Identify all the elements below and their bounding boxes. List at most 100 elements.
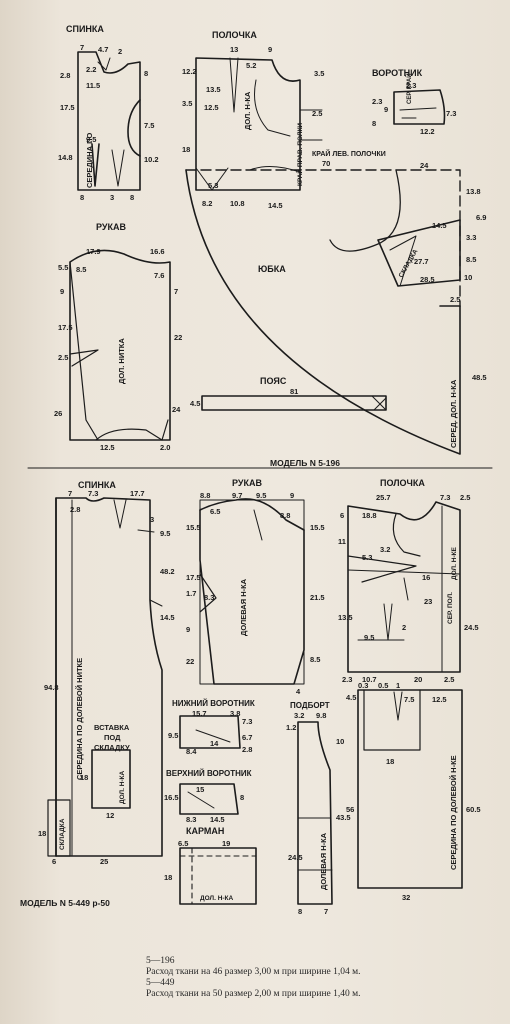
bottom-upper-collar-piece — [179, 783, 239, 815]
svg-text:3.5: 3.5 — [182, 99, 192, 108]
svg-text:2: 2 — [402, 623, 406, 632]
svg-text:14: 14 — [210, 739, 219, 748]
svg-text:11.5: 11.5 — [86, 81, 100, 90]
svg-text:9.5: 9.5 — [364, 633, 374, 642]
top-model-caption: МОДЕЛЬ N 5-196 — [270, 458, 340, 468]
svg-text:48.2: 48.2 — [160, 567, 175, 576]
svg-text:48.5: 48.5 — [472, 373, 487, 382]
svg-text:17.5: 17.5 — [60, 103, 75, 112]
bottom-skirt-piece — [357, 689, 463, 889]
svg-text:9: 9 — [290, 491, 294, 500]
svg-text:2.3: 2.3 — [406, 81, 416, 90]
insert-title-2: ПОД — [104, 733, 121, 742]
bottom-sleeve-grain: ДОЛЕВАЯ Н-КА — [239, 578, 248, 636]
svg-text:8.3: 8.3 — [186, 815, 196, 824]
svg-text:0.5: 0.5 — [378, 681, 388, 690]
svg-text:13.5: 13.5 — [206, 85, 221, 94]
svg-text:6.5: 6.5 — [178, 839, 188, 848]
svg-text:27.7: 27.7 — [414, 257, 429, 266]
svg-text:6: 6 — [340, 511, 344, 520]
bottom-model-caption: МОДЕЛЬ N 5-449 р-50 — [20, 898, 110, 908]
svg-text:7: 7 — [174, 287, 178, 296]
top-sleeve-title: РУКАВ — [96, 222, 126, 232]
svg-text:7.5: 7.5 — [144, 121, 154, 130]
top-sleeve-piece — [69, 249, 171, 441]
svg-text:16.6: 16.6 — [150, 247, 165, 256]
svg-text:22: 22 — [186, 657, 194, 666]
bottom-back-grain: СЕРЕДИНА ПО ДОЛЕВОЙ НИТКЕ — [75, 658, 84, 780]
svg-text:8.3: 8.3 — [204, 593, 214, 602]
svg-text:23: 23 — [424, 597, 432, 606]
svg-text:5.2: 5.2 — [246, 61, 256, 70]
svg-text:8.8: 8.8 — [280, 511, 290, 520]
facing-grain: ДОЛЕВАЯ Н-КА — [319, 832, 328, 890]
svg-text:4: 4 — [296, 687, 301, 696]
under-collar-title: НИЖНИЙ ВОРОТНИК — [172, 699, 255, 708]
svg-text:2.5: 2.5 — [58, 353, 68, 362]
svg-text:18: 18 — [80, 773, 88, 782]
svg-text:12: 12 — [106, 811, 114, 820]
upper-collar-title: ВЕРХНИЙ ВОРОТНИК — [166, 769, 252, 778]
top-skirt-title: ЮБКА — [258, 264, 286, 274]
bottom-back-title: СПИНКА — [78, 480, 116, 490]
svg-text:15.5: 15.5 — [310, 523, 325, 532]
svg-text:14.5: 14.5 — [268, 201, 283, 210]
svg-text:7: 7 — [68, 489, 72, 498]
facing-title: ПОДБОРТ — [290, 701, 330, 710]
svg-text:18: 18 — [386, 757, 394, 766]
top-front-left-edge: КРАЙ ЛЕВ. ПОЛОЧКИ — [312, 149, 386, 158]
svg-text:25.7: 25.7 — [376, 493, 391, 502]
svg-text:9.7: 9.7 — [232, 491, 242, 500]
svg-text:24: 24 — [420, 161, 429, 170]
bottom-back-fold: СКЛАДКА — [59, 818, 66, 850]
bottom-front-grain: ДОЛ. Н-КЕ — [451, 546, 458, 580]
svg-text:2.5: 2.5 — [450, 295, 460, 304]
svg-text:12.5: 12.5 — [432, 695, 447, 704]
svg-text:56: 56 — [346, 805, 354, 814]
svg-text:12.2: 12.2 — [420, 127, 435, 136]
svg-text:32: 32 — [402, 893, 410, 902]
fabric-consumption-notes: 5—196 Расход ткани на 46 размер 3,00 м п… — [146, 956, 496, 1000]
svg-text:8.2: 8.2 — [202, 199, 212, 208]
svg-text:13.8: 13.8 — [466, 187, 481, 196]
svg-text:8: 8 — [372, 119, 376, 128]
top-sleeve-grain: ДОЛ. НИТКА — [117, 338, 126, 384]
top-collar-title: ВОРОТНИК — [372, 68, 423, 78]
top-skirt-grain: СЕРЕД. ДОЛ. Н-КА — [449, 379, 458, 448]
top-back-title: СПИНКА — [66, 24, 104, 34]
svg-text:14.8: 14.8 — [58, 153, 73, 162]
svg-text:24.5: 24.5 — [288, 853, 303, 862]
svg-text:8: 8 — [130, 193, 134, 202]
svg-text:26: 26 — [54, 409, 62, 418]
top-belt-piece — [201, 395, 387, 411]
svg-text:3: 3 — [110, 193, 114, 202]
svg-text:5.3: 5.3 — [208, 181, 218, 190]
svg-text:16.5: 16.5 — [164, 793, 179, 802]
bottom-front-piece — [347, 501, 461, 673]
top-skirt-piece — [185, 169, 461, 455]
bottom-pocket-piece — [179, 847, 257, 905]
svg-text:3.8: 3.8 — [230, 709, 240, 718]
svg-text:16: 16 — [422, 573, 430, 582]
top-collar-edge: СЕР. КРАЙ — [405, 73, 413, 104]
svg-text:3.5: 3.5 — [314, 69, 324, 78]
svg-text:6.7: 6.7 — [242, 733, 252, 742]
svg-text:2: 2 — [118, 47, 122, 56]
svg-text:9.5: 9.5 — [86, 135, 96, 144]
svg-text:13.5: 13.5 — [338, 613, 353, 622]
svg-text:10.2: 10.2 — [144, 155, 159, 164]
svg-text:1: 1 — [396, 681, 400, 690]
bottom-back-piece — [47, 497, 163, 857]
svg-text:8: 8 — [240, 793, 244, 802]
svg-text:43.5: 43.5 — [336, 813, 351, 822]
svg-text:9.8: 9.8 — [316, 711, 326, 720]
svg-text:8.5: 8.5 — [466, 255, 476, 264]
svg-text:3: 3 — [150, 515, 154, 524]
svg-text:9: 9 — [186, 625, 190, 634]
svg-text:18: 18 — [164, 873, 172, 882]
svg-text:8: 8 — [144, 69, 148, 78]
svg-text:8: 8 — [298, 907, 302, 916]
svg-text:9: 9 — [268, 45, 272, 54]
svg-text:7: 7 — [80, 43, 84, 52]
